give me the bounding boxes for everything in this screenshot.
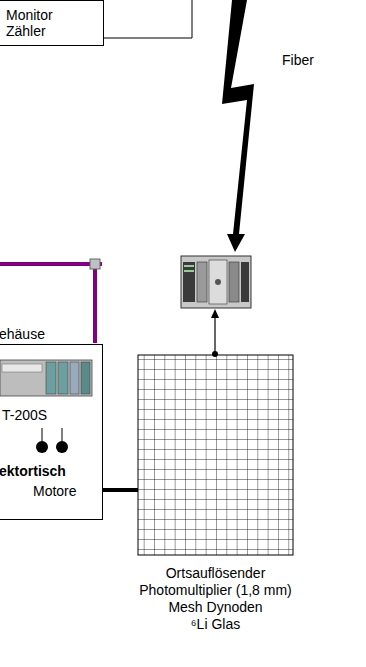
node-text: Mesh Dynoden xyxy=(98,599,333,615)
plc-icon xyxy=(181,256,251,308)
bus-connector xyxy=(90,259,100,269)
motor-symbol xyxy=(36,441,48,453)
box: Monitor Zähler xyxy=(0,0,104,46)
node-text: ektortisch xyxy=(0,463,66,479)
node-text: Motore xyxy=(33,483,77,499)
motor-symbol xyxy=(56,441,68,453)
node-text: Ortsauflösender xyxy=(98,565,333,581)
bus-line xyxy=(0,264,102,343)
fiber-label: Fiber xyxy=(282,52,314,68)
signal-line xyxy=(104,0,192,38)
io-module-icon xyxy=(0,360,92,396)
node-text: T-200S xyxy=(2,407,47,423)
arrow-head xyxy=(211,309,219,318)
node-text: ehäuse xyxy=(0,326,45,342)
fiber-bolt xyxy=(222,0,254,252)
signal-arrow xyxy=(214,316,215,352)
photomultiplier-node: OrtsauflösenderPhotomultiplier (1,8 mm)M… xyxy=(138,355,293,555)
box: ehäuseT-200SektortischMotore xyxy=(0,344,103,520)
node-text: ⁶Li Glas xyxy=(98,616,333,632)
node-text: Monitor Zähler xyxy=(6,7,76,39)
motor-wire xyxy=(42,428,62,442)
detector-grid xyxy=(138,355,293,555)
node-text: Photomultiplier (1,8 mm) xyxy=(98,582,333,598)
cable-connector xyxy=(103,490,138,491)
